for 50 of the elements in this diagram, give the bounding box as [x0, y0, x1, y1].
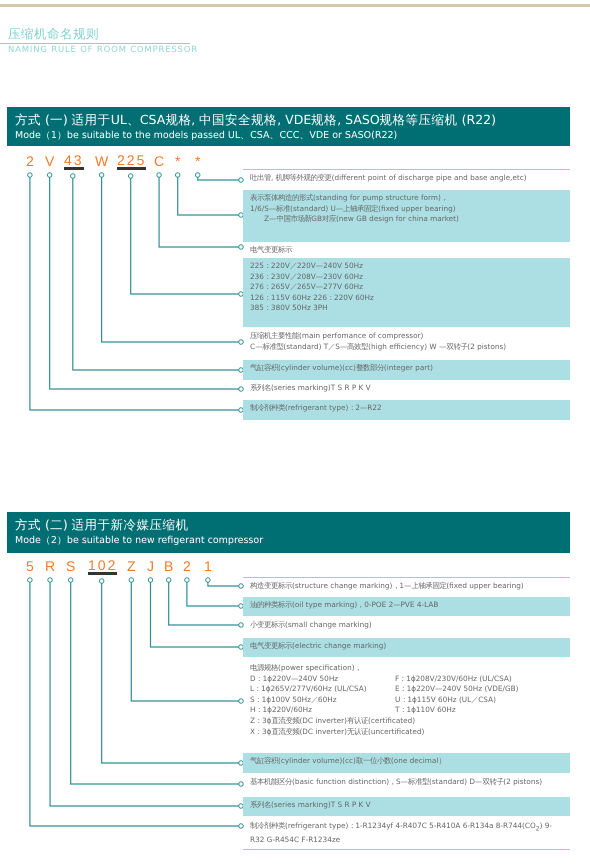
description-row — [243, 360, 570, 380]
banner-title: 方式 (二) 适用于新冷媒压缩机 — [15, 516, 190, 534]
code-character: C — [154, 153, 166, 169]
leader-line — [98, 172, 244, 345]
description-row — [243, 400, 570, 420]
code-character: 43 — [64, 153, 84, 170]
description-row — [243, 638, 570, 657]
leader-line — [98, 578, 244, 766]
description-row — [243, 258, 570, 327]
leader-line — [46, 172, 244, 392]
code-character: 225 — [117, 153, 146, 170]
banner-subtitle: Mode（2）be suitable to new refigerant compressor — [15, 534, 264, 548]
leader-line — [148, 577, 244, 650]
code-character: W — [95, 153, 110, 169]
code-character: 102 — [88, 558, 118, 575]
description-row — [243, 597, 570, 616]
code-character: S — [66, 558, 78, 574]
leader-line — [27, 172, 244, 413]
code-character: J — [147, 558, 156, 574]
leader-line — [195, 172, 244, 183]
code-character: 2 — [183, 558, 193, 574]
code-character: Z — [127, 558, 138, 574]
banner-title: 方式 (一) 适用于UL、CSA规格, 中国安全规格, VDE规格, SASO规格等压缩机 (R22) — [15, 111, 497, 129]
description-row — [243, 190, 570, 242]
code-character: V — [45, 153, 56, 169]
leader-line — [128, 577, 244, 704]
leader-line — [47, 577, 244, 809]
leader-line — [184, 577, 244, 609]
description-row — [243, 753, 570, 773]
leader-line — [205, 577, 244, 589]
page-title: 压缩机命名规则 — [8, 26, 99, 43]
code-character: * — [175, 153, 182, 169]
banner-subtitle: Mode（1）be suitable to the models passed UL、CSA、CCC、VDE or SASO(R22) — [15, 129, 398, 143]
code-character: 5 — [26, 558, 36, 574]
page-subtitle: NAMING RULE OF ROOM COMPRESSOR — [8, 45, 198, 55]
code-character: * — [195, 153, 202, 169]
leader-line — [27, 577, 244, 829]
code-character: 1 — [204, 558, 214, 574]
leader-line — [175, 172, 244, 218]
section-banner — [7, 107, 570, 146]
section-banner — [7, 512, 570, 553]
leader-line — [68, 577, 244, 787]
leader-line — [156, 172, 244, 250]
code-character: B — [164, 558, 176, 574]
leader-line — [166, 577, 244, 628]
code-character: 2 — [26, 153, 36, 169]
leader-line — [70, 173, 244, 373]
description-row — [243, 797, 570, 816]
code-character: R — [45, 558, 58, 574]
leader-line — [128, 173, 244, 297]
